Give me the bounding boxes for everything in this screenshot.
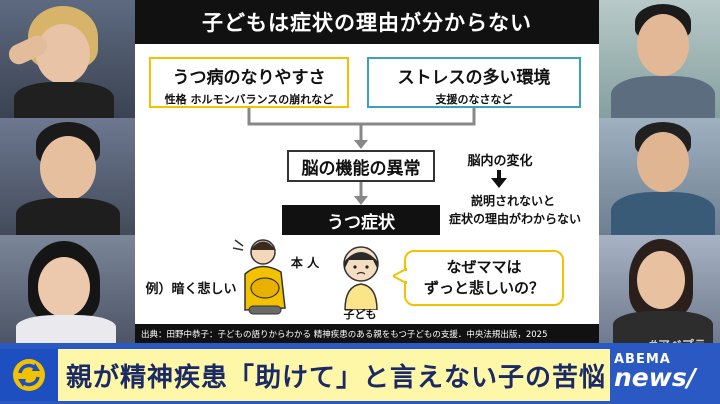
unknown-reason-label: 症状の理由がわからない [448,212,581,226]
risk-factor-box: うつ病のなりやすさ 性格 ホルモンバランスの崩れなど [149,57,349,108]
topic-badge [0,349,58,401]
camera-panel-right-2 [599,118,720,235]
environment-box: ストレスの多い環境 支援のなさなど [367,57,581,108]
brain-change-label: 脳内の変化 [467,154,533,169]
source-citation: 出典：田野中恭子：子どもの語りからわかる 精神疾患のある親をもつ子どもの支援．中… [135,324,599,343]
sad-lines-icon [232,239,244,251]
environment-main: ストレスの多い環境 [397,68,551,88]
refresh-arrows-icon [13,359,45,391]
camera-panel-left-3 [0,235,135,343]
unexplained-label: 説明されないと [470,194,555,208]
speech-line-1: なぜママは [446,258,522,276]
headline-text: 親が精神疾患「助けて」と言えない子の苦悩 [66,362,607,393]
child-illustration [343,246,379,310]
camera-panel-right-3 [599,235,720,343]
headline-bar: 親が精神疾患「助けて」と言えない子の苦悩 [0,349,610,401]
lower-third-banner: 親が精神疾患「助けて」と言えない子の苦悩 [0,343,720,404]
risk-factor-sub: 性格 ホルモンバランスの崩れなど [164,93,334,106]
logo-top: ABEMA [614,352,671,367]
child-label: 子ども [343,308,377,321]
child-speech-bubble: なぜママは ずっと悲しいの？ [404,250,564,306]
slide-title: 子どもは症状の理由が分からない [135,0,599,44]
camera-panel-left-1 [0,0,135,118]
depression-symptom-box: うつ症状 [282,205,440,235]
camera-panel-right-1 [599,0,720,118]
camera-panel-left-2 [0,118,135,235]
person-label: 本 人 [290,256,320,270]
explainer-slide: 子どもは症状の理由が分からない うつ病のなりやすさ 性格 ホルモンバランスの崩れ… [135,0,599,343]
abema-news-logo: ABEMA news/ [614,352,714,398]
speech-line-2: ずっと悲しいの？ [423,279,544,297]
logo-bottom: news/ [614,363,696,392]
risk-factor-main: うつ病のなりやすさ [172,68,326,88]
parent-illustration [244,239,286,315]
environment-sub: 支援のなさなど [435,93,513,106]
brain-function-box: 脳の機能の異常 [287,150,435,182]
flow-connectors [247,108,507,205]
example-label: 例）暗く悲しい [145,282,237,297]
speech-bubble-tail [393,268,407,284]
